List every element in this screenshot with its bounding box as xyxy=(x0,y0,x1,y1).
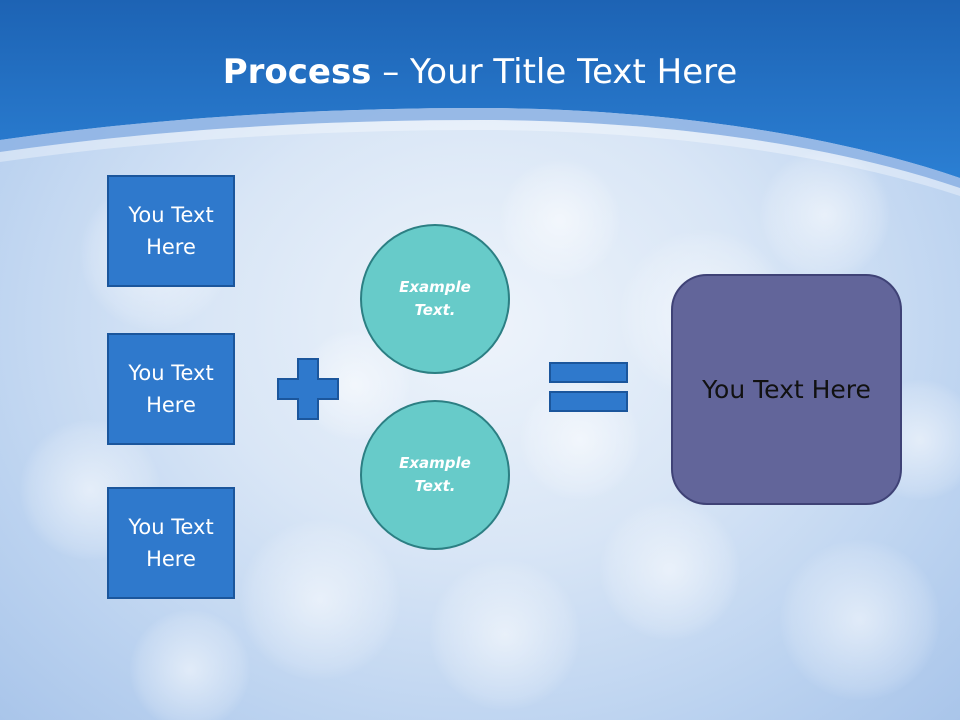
operator-circle-2: Example Text. xyxy=(360,400,510,550)
operator-circle-1: Example Text. xyxy=(360,224,510,374)
title-rest: – Your Title Text Here xyxy=(371,52,738,92)
input-box-2: You Text Here xyxy=(107,333,235,445)
operator-label: Example Text. xyxy=(399,454,471,495)
input-box-1: You Text Here xyxy=(107,175,235,287)
operator-label: Example Text. xyxy=(399,278,471,319)
equals-icon xyxy=(549,362,628,412)
plus-icon xyxy=(277,358,339,420)
title-bold: Process xyxy=(222,52,372,92)
input-box-label: You Text Here xyxy=(128,203,214,259)
page-title: Process – Your Title Text Here xyxy=(0,52,960,92)
input-box-3: You Text Here xyxy=(107,487,235,599)
input-box-label: You Text Here xyxy=(128,515,214,571)
result-box: You Text Here xyxy=(671,274,902,505)
input-box-label: You Text Here xyxy=(128,361,214,417)
result-label: You Text Here xyxy=(702,375,871,404)
